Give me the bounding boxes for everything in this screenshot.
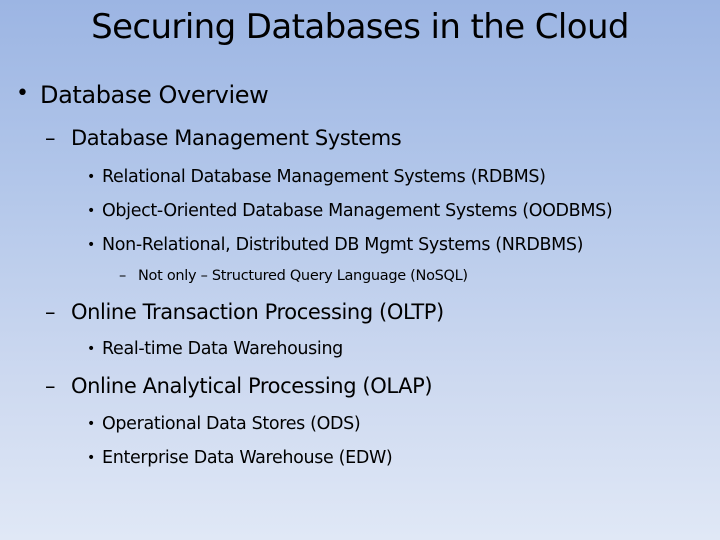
- list-item-level3: • Operational Data Stores (ODS): [87, 414, 361, 434]
- item-text: Enterprise Data Warehouse (EDW): [102, 448, 393, 468]
- list-item-level3: • Real-time Data Warehousing: [87, 339, 343, 359]
- item-text: Real-time Data Warehousing: [102, 339, 343, 359]
- item-text: Relational Database Management Systems (…: [102, 167, 546, 187]
- dash-icon: –: [119, 268, 126, 284]
- list-item-level4: – Not only – Structured Query Language (…: [119, 268, 468, 284]
- bullet-icon: •: [87, 237, 95, 253]
- bullet-icon: •: [87, 416, 95, 432]
- list-item-level2: – Online Transaction Processing (OLTP): [45, 300, 444, 324]
- item-text: Operational Data Stores (ODS): [102, 414, 361, 434]
- bullet-icon: •: [87, 169, 95, 185]
- dash-icon: –: [45, 300, 56, 324]
- item-text: Database Management Systems: [71, 126, 402, 150]
- bullet-icon: •: [87, 203, 95, 219]
- list-item-level3: • Enterprise Data Warehouse (EDW): [87, 448, 393, 468]
- item-text: Online Analytical Processing (OLAP): [71, 374, 433, 398]
- item-text: Database Overview: [40, 81, 269, 109]
- bullet-icon: •: [16, 81, 29, 106]
- list-item-level1: • Database Overview: [16, 81, 269, 109]
- list-item-level3: • Relational Database Management Systems…: [87, 167, 546, 187]
- list-item-level2: – Online Analytical Processing (OLAP): [45, 374, 433, 398]
- dash-icon: –: [45, 374, 56, 398]
- slide-title: Securing Databases in the Cloud: [91, 7, 629, 47]
- list-item-level3: • Non-Relational, Distributed DB Mgmt Sy…: [87, 235, 584, 255]
- bullet-icon: •: [87, 341, 95, 357]
- dash-icon: –: [45, 126, 56, 150]
- item-text: Object-Oriented Database Management Syst…: [102, 201, 613, 221]
- list-item-level2: – Database Management Systems: [45, 126, 402, 150]
- list-item-level3: • Object-Oriented Database Management Sy…: [87, 201, 613, 221]
- item-text: Online Transaction Processing (OLTP): [71, 300, 444, 324]
- item-text: Not only – Structured Query Language (No…: [138, 268, 468, 284]
- bullet-icon: •: [87, 450, 95, 466]
- item-text: Non-Relational, Distributed DB Mgmt Syst…: [102, 235, 584, 255]
